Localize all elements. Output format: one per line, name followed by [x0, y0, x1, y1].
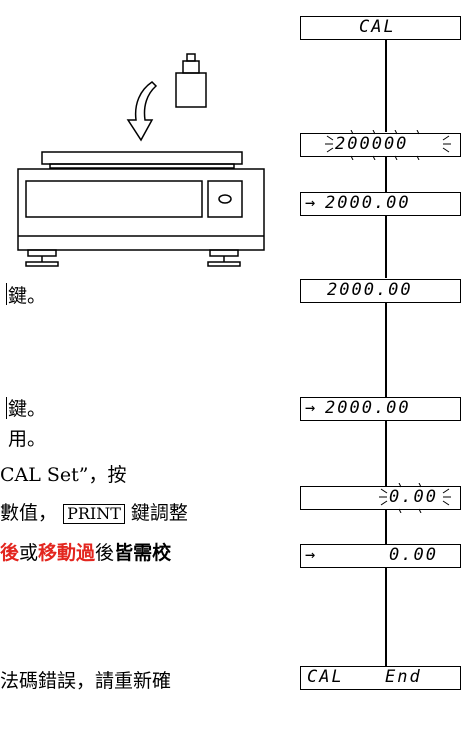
- connector-line: [385, 302, 387, 398]
- display-arrow-zero-text: 0.00: [389, 545, 438, 565]
- warning-mid-2: 後: [95, 542, 115, 564]
- display-arrow-value-2-text: 2000.00: [325, 398, 411, 418]
- warning-red-1: 後: [0, 542, 20, 564]
- key-box-fragment: [0, 283, 7, 305]
- display-arrow: →: [305, 193, 318, 213]
- display-arrow-zero: → 0.00: [300, 544, 461, 568]
- connector-line: [385, 510, 387, 544]
- blink-marks-icon: [325, 130, 451, 160]
- instruction-line-3: 用。: [8, 428, 47, 450]
- connector-line: [385, 40, 387, 132]
- display-arrow-3: →: [305, 545, 318, 565]
- instruction-line-2: 鍵。: [8, 398, 47, 420]
- display-blinking-value: 200000: [300, 130, 461, 160]
- display-cal-text: CAL: [359, 17, 396, 37]
- display-zero-blinking: 0.00: [300, 483, 461, 513]
- warning-bold: 皆需校: [114, 542, 172, 564]
- weight-icon: [175, 53, 207, 108]
- display-cal-end-a: CAL: [307, 667, 344, 687]
- warning-red-2: 移動過: [38, 542, 96, 564]
- display-arrow-2: →: [305, 398, 318, 418]
- display-zero-text: 0.00: [389, 487, 438, 507]
- warning-mid: 或: [19, 542, 39, 564]
- display-cal-end-b: End: [385, 667, 422, 687]
- display-arrow-value-2: → 2000.00: [300, 397, 461, 421]
- instruction-line-5-pre: 數值，: [0, 502, 58, 524]
- display-value-text: 2000.00: [327, 280, 413, 300]
- down-arrow-icon: [126, 81, 158, 142]
- connector-line: [385, 567, 387, 667]
- instruction-line-5: 數值， PRINT 鍵調整: [0, 504, 188, 524]
- display-value: 2000.00: [300, 279, 461, 303]
- scale-body: [17, 151, 265, 267]
- instruction-line-6: 後或移動過後皆需校: [0, 544, 171, 563]
- display-arrow-value-text: 2000.00: [325, 193, 411, 213]
- connector-line: [385, 157, 387, 193]
- balance-illustration: [17, 53, 265, 267]
- display-arrow-value: → 2000.00: [300, 192, 461, 216]
- connector-line: [385, 215, 387, 278]
- blink-marks-icon: [379, 483, 451, 513]
- instruction-line-1: 鍵。: [8, 285, 47, 307]
- display-blinking-text: 200000: [335, 134, 409, 154]
- instruction-line-7: 法碼錯誤，請重新確: [0, 670, 172, 692]
- display-cal: CAL: [300, 16, 461, 40]
- print-key: PRINT: [63, 504, 125, 524]
- instruction-line-4: CAL Set”，按: [0, 464, 127, 486]
- instruction-line-5-post: 鍵調整: [130, 502, 188, 524]
- display-cal-end: CAL End: [300, 666, 461, 690]
- key-box-fragment: [0, 397, 7, 419]
- connector-line: [385, 421, 387, 487]
